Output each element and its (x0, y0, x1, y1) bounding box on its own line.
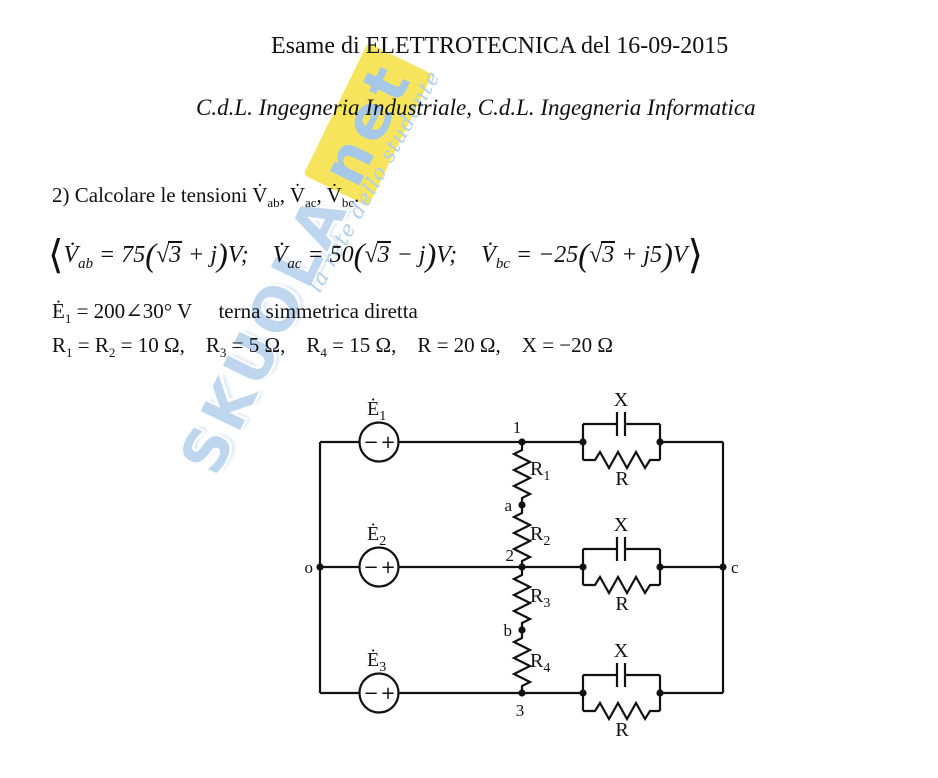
minus-sign-e3: − (363, 683, 378, 704)
resistor-r1-icon (511, 442, 533, 505)
resistor-rload3-icon (583, 700, 660, 722)
node-2-dot (518, 563, 526, 571)
minus-sign-e2: − (363, 557, 378, 578)
voltage-source-e2-icon (358, 546, 400, 588)
node-3-label: 3 (516, 701, 525, 720)
node-o-dot (316, 563, 324, 571)
node-o-label: o (305, 558, 314, 577)
exam-subtitle: C.d.L. Ingegneria Industriale, C.d.L. In… (196, 95, 756, 120)
plus-sign-e2: + (380, 557, 395, 578)
label-x3: X (614, 640, 629, 662)
source-spec-line: Ė1 = 200∠30° V terna simmetrica diretta (52, 299, 418, 327)
plus-sign-e3: + (380, 683, 395, 704)
junction-dot (656, 438, 664, 446)
label-rload2: R (615, 593, 629, 615)
junction-dot (656, 563, 664, 571)
resistor-rload2-icon (583, 574, 660, 596)
node-1-label: 1 (513, 418, 522, 437)
junction-dot (579, 563, 587, 571)
resistor-r2-icon (511, 505, 533, 567)
voltage-source-e1-icon (358, 421, 400, 463)
label-rload3: R (615, 719, 629, 741)
resistor-r4-icon (511, 630, 533, 693)
node-c-dot (719, 563, 727, 571)
circuit-labels: Ė1 Ė2 Ė3 − + − + − + R1 R2 R3 R4 X R X R… (305, 389, 740, 741)
label-e1: Ė1 (367, 397, 386, 424)
load-branch-2 (581, 537, 662, 596)
label-x1: X (614, 389, 629, 411)
node-b-label: b (504, 621, 513, 640)
label-r1: R1 (530, 458, 550, 484)
node-a-dot (518, 501, 526, 509)
answer-formula: ⟨V̇ab = 75(√3 + j)V; V̇ac = 50(√3 − j)V;… (48, 232, 704, 278)
label-r2: R2 (530, 523, 550, 549)
resistor-r3-icon (511, 567, 533, 630)
junction-dot (579, 438, 587, 446)
minus-sign-e1: − (363, 432, 378, 453)
capacitor-x2-icon (615, 537, 627, 561)
node-1-dot (518, 438, 526, 446)
junction-dot (656, 689, 664, 697)
node-2-label: 2 (506, 546, 515, 565)
node-3-dot (518, 689, 526, 697)
question-line: 2) Calcolare le tensioni V̇ab, V̇ac, V̇b… (52, 183, 360, 211)
capacitor-x1-icon (615, 412, 627, 436)
node-a-label: a (504, 496, 512, 515)
load-branch-1 (581, 412, 662, 471)
label-x2: X (614, 514, 629, 536)
label-e3: Ė3 (367, 648, 386, 675)
voltage-source-e3-icon (358, 672, 400, 714)
plus-sign-e1: + (380, 432, 395, 453)
junction-dots (316, 438, 727, 697)
label-e2: Ė2 (367, 522, 386, 549)
node-b-dot (518, 626, 526, 634)
parameters-line: R1 = R2 = 10 Ω, R3 = 5 Ω, R4 = 15 Ω, R =… (52, 333, 614, 361)
label-rload1: R (615, 468, 629, 490)
junction-dot (579, 689, 587, 697)
label-r4: R4 (530, 650, 550, 676)
label-r3: R3 (530, 585, 550, 611)
node-c-label: c (731, 558, 739, 577)
capacitor-x3-icon (615, 663, 627, 687)
load-branch-3 (581, 663, 662, 722)
resistor-rload1-icon (583, 449, 660, 471)
